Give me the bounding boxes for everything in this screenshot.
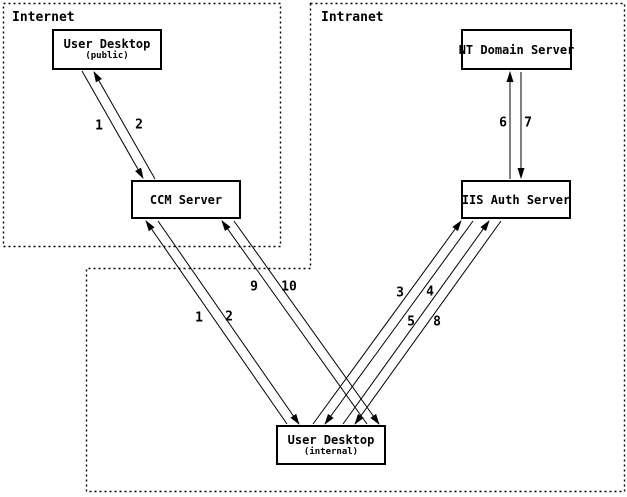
node-ccm-server: CCM Server <box>131 180 241 219</box>
edge-1-public-desktop-to-ccm <box>81 70 144 179</box>
node-nt-domain-server: NT Domain Server <box>458 29 575 70</box>
edge-9-internal-desktop-to-ccm <box>221 220 368 425</box>
edge-label-3: 3 <box>396 285 404 301</box>
edge-label-1-internal: 1 <box>195 310 203 326</box>
edge-10-ccm-to-internal-desktop <box>233 220 380 425</box>
edge-2-ccm-to-internal-desktop <box>157 220 300 425</box>
intranet-zone-border <box>85 2 626 493</box>
edge-8-iis-to-internal-desktop <box>354 220 502 425</box>
node-title: User Desktop <box>287 432 375 447</box>
edge-label-5: 5 <box>407 314 415 330</box>
node-user-desktop-internal: User Desktop (internal) <box>276 425 386 465</box>
node-title: User Desktop <box>63 37 151 51</box>
edge-label-1-public: 1 <box>95 118 103 134</box>
node-subtitle: (public) <box>85 51 129 61</box>
edge-label-10: 10 <box>281 279 297 295</box>
edge-label-2-public: 2 <box>135 117 143 133</box>
edge-label-6: 6 <box>499 115 507 131</box>
internet-zone-label: Internet <box>12 10 75 25</box>
internet-zone-border <box>2 2 282 248</box>
node-title: IIS Auth Server <box>461 192 571 207</box>
edge-2-ccm-to-public-desktop <box>93 71 156 180</box>
edge-4-iis-to-internal-desktop <box>324 220 474 425</box>
edge-label-4: 4 <box>426 284 434 300</box>
edge-label-7: 7 <box>524 115 532 131</box>
node-title: CCM Server <box>149 192 223 207</box>
edge-3-internal-desktop-to-iis <box>312 220 462 425</box>
intranet-zone-label: Intranet <box>321 10 384 25</box>
edge-label-2-internal: 2 <box>225 309 233 325</box>
node-iis-auth-server: IIS Auth Server <box>461 180 571 219</box>
node-title: NT Domain Server <box>458 42 575 57</box>
edge-label-9: 9 <box>250 279 258 295</box>
edge-1-internal-desktop-to-ccm <box>145 220 288 425</box>
edge-label-8: 8 <box>433 314 441 330</box>
node-user-desktop-public: User Desktop (public) <box>52 29 162 70</box>
node-subtitle: (internal) <box>303 446 359 457</box>
edge-5-internal-desktop-to-iis <box>342 220 490 425</box>
